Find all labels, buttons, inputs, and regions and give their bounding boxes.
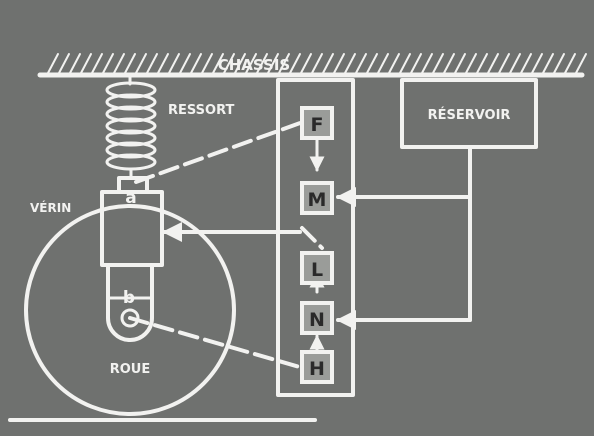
chassis-hatch-mark (509, 53, 521, 74)
chassis-hatch-mark (47, 53, 59, 74)
chassis-hatch-mark (102, 53, 114, 74)
reservoir-label: RÉSERVOIR (428, 107, 511, 123)
chassis-hatch-mark (520, 53, 532, 74)
point-b-label: b (123, 288, 135, 308)
chassis-hatch-mark (80, 53, 92, 74)
ressort-label: RESSORT (168, 103, 235, 118)
chassis-hatch-mark (245, 53, 257, 74)
chassis-hatch-mark (421, 53, 433, 74)
wheel (24, 204, 236, 416)
chassis-hatch-mark (124, 53, 136, 74)
chassis-hatch-mark (91, 53, 103, 74)
chassis-hatch-mark (399, 53, 411, 74)
chassis-hatch-mark (575, 53, 587, 74)
chassis-hatch-mark (168, 53, 180, 74)
control-label-h: H (309, 358, 325, 380)
chassis-hatch-mark (377, 53, 389, 74)
chassis-hatch-mark (58, 53, 70, 74)
control-box-n (300, 301, 334, 335)
chassis-hatch-mark (146, 53, 158, 74)
chassis-hatch-mark (476, 53, 488, 74)
chassis-hatch-mark (300, 53, 312, 74)
chassis-hatch-mark (223, 53, 235, 74)
control-label-n: N (309, 309, 325, 331)
chassis-hatch-mark (256, 53, 268, 74)
chassis-hatch-mark (344, 53, 356, 74)
chassis-hatch-mark (465, 53, 477, 74)
chassis-hatch-mark (564, 53, 576, 74)
roue-label: ROUE (110, 362, 151, 377)
chassis-hatch-mark (113, 53, 125, 74)
chassis-hatch-mark (432, 53, 444, 74)
chassis-hatch-mark (322, 53, 334, 74)
chassis-hatch-mark (311, 53, 323, 74)
linkage-lines (128, 120, 324, 370)
chassis-hatch-mark (443, 53, 455, 74)
control-boxes (300, 106, 334, 384)
chassis-hatch-mark (388, 53, 400, 74)
chassis-hatch-mark (542, 53, 554, 74)
control-label-m: M (308, 189, 327, 211)
chassis-hatch-mark (234, 53, 246, 74)
control-box-m (300, 181, 334, 215)
chassis-bar (37, 53, 587, 78)
chassis-hatch-mark (553, 53, 565, 74)
control-box-f (300, 106, 334, 140)
chassis-hatch-mark (157, 53, 169, 74)
chassis-hatch-mark (487, 53, 499, 74)
point-a-label: a (125, 188, 136, 208)
chassis-hatch-mark (267, 53, 279, 74)
chassis-hatch-mark (190, 53, 202, 74)
chassis-hatch-mark (278, 53, 290, 74)
chassis-hatch-mark (212, 53, 224, 74)
control-box-l (300, 251, 334, 285)
chassis-hatch-mark (454, 53, 466, 74)
chassis-hatch-mark (366, 53, 378, 74)
control-column (276, 78, 355, 397)
chassis-hatch-mark (135, 53, 147, 74)
reservoir-supply-line (336, 145, 472, 330)
control-label-f: F (311, 114, 324, 136)
chassis-hatch-mark (289, 53, 301, 74)
chassis-hatch-mark (179, 53, 191, 74)
control-label-l: L (311, 259, 323, 281)
chassis-hatch-mark (410, 53, 422, 74)
chassis-hatch-mark (355, 53, 367, 74)
control-box-h (300, 350, 334, 384)
chassis-hatch-mark (531, 53, 543, 74)
chassis-hatch-mark (333, 53, 345, 74)
chassis-hatch-mark (69, 53, 81, 74)
chassis-label: CHASSIS (218, 56, 291, 74)
piston-rod (106, 263, 154, 342)
chassis-hatch-mark (498, 53, 510, 74)
verin-label: VÉRIN (30, 200, 71, 215)
chassis-hatch-mark (201, 53, 213, 74)
spring (105, 75, 157, 180)
